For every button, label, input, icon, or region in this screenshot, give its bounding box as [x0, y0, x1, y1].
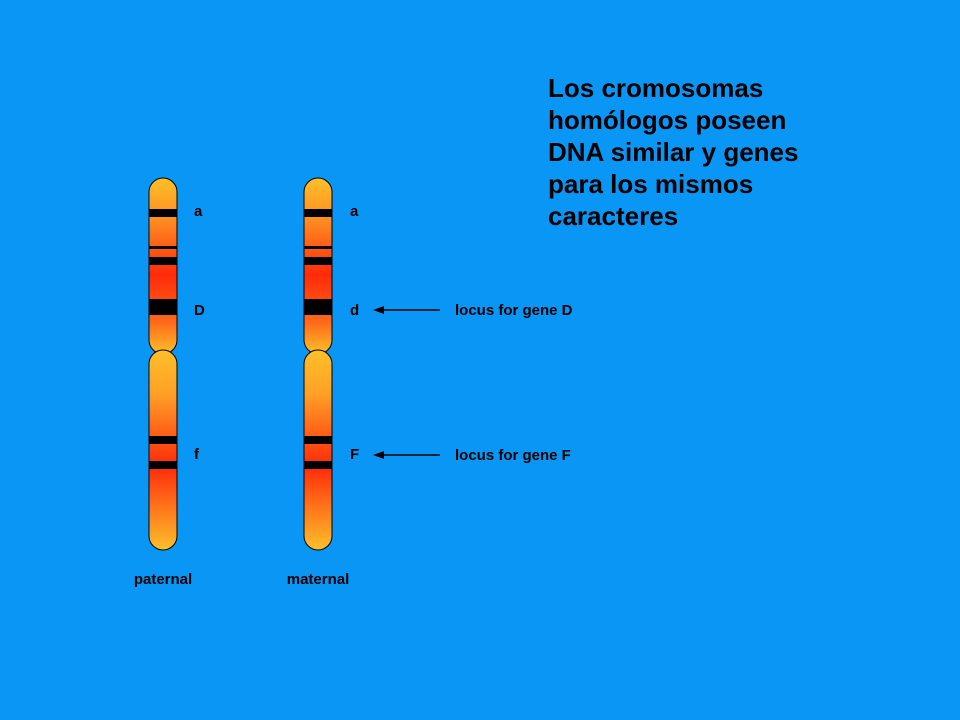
paternal-upper-arm: [148, 177, 178, 355]
caption-line: homólogos poseen: [548, 105, 787, 135]
gene-label: a: [350, 203, 359, 220]
paternal-lower-arm: [148, 349, 178, 551]
chromosome-band: [304, 436, 332, 444]
locus-pointer-f: locus for gene F: [373, 447, 571, 464]
locus-label: locus for gene D: [455, 302, 573, 319]
chromosome-band: [304, 209, 332, 217]
caption-line: caracteres: [548, 201, 679, 231]
chromosome-band: [304, 461, 332, 469]
slide-caption: Los cromosomas homólogos poseen DNA simi…: [548, 72, 948, 232]
chromosome-label: maternal: [287, 571, 350, 588]
caption-line: para los mismos: [548, 169, 754, 199]
gene-label: d: [350, 302, 359, 319]
chromosome-band: [149, 299, 177, 315]
chromosome-band: [149, 461, 177, 469]
maternal-chromosome: a d F maternal: [287, 177, 359, 588]
maternal-upper-arm: [303, 177, 333, 355]
chromosome-band: [149, 257, 177, 265]
caption-line: DNA similar y genes: [548, 137, 799, 167]
chromosome-band: [149, 436, 177, 444]
locus-label: locus for gene F: [455, 447, 571, 464]
chromosome-band: [304, 257, 332, 265]
gene-label: f: [194, 446, 200, 463]
gene-label: a: [194, 203, 203, 220]
arrow-left-icon: [373, 306, 384, 314]
maternal-lower-arm: [303, 349, 333, 551]
gene-label: D: [194, 302, 205, 319]
chromosome-band: [149, 209, 177, 217]
locus-pointer-d: locus for gene D: [373, 302, 573, 319]
paternal-chromosome: a D f paternal: [134, 177, 205, 588]
chromosome-band: [149, 246, 177, 249]
chromosome-band: [304, 299, 332, 315]
chromosome-label: paternal: [134, 571, 192, 588]
chromosome-band: [304, 246, 332, 249]
gene-label: F: [350, 446, 359, 463]
caption-line: Los cromosomas: [548, 73, 764, 103]
arrow-left-icon: [373, 451, 384, 459]
